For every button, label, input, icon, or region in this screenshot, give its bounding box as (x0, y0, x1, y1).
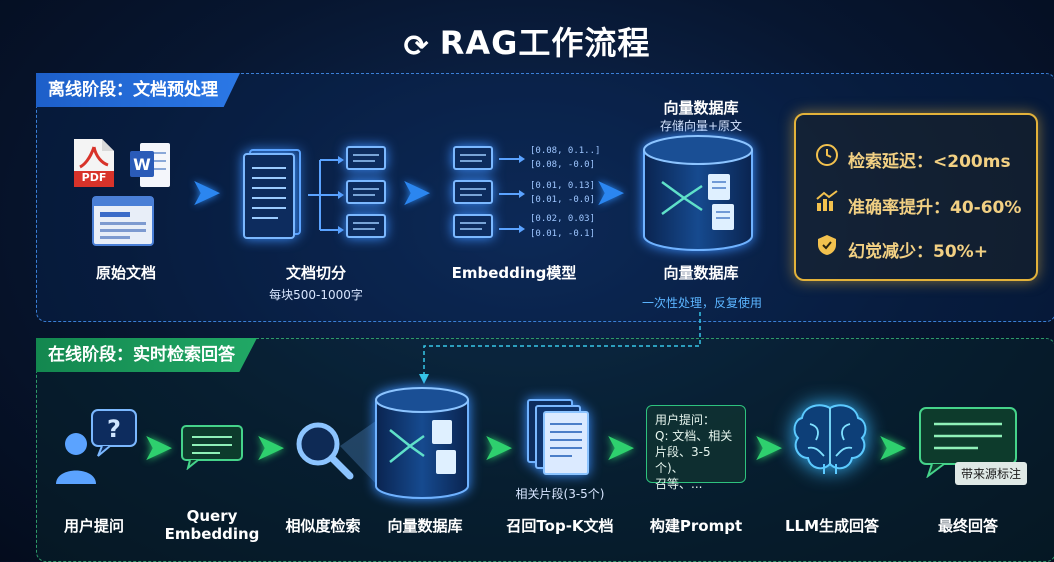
metric-hallucination: 幻觉减少：50%+ (814, 233, 988, 262)
flow-arrow-icon: ➤ (752, 425, 784, 469)
vector-value: [0.08, -0.0] (530, 160, 596, 170)
document-stack-icon (240, 148, 304, 244)
chart-up-icon (814, 189, 840, 218)
prompt-preview-box: 用户提问： Q: 文档、相关 片段、3-5个)、 召等、... (646, 405, 746, 491)
answer-bubble-icon (918, 406, 1018, 482)
stage-connector-icon (418, 310, 708, 390)
prompt-line: Q: 文档、相关 (655, 429, 733, 443)
recall-sublabel: 相关片段(3-5个) (515, 487, 605, 501)
vector-value: [0.02, 0.03] (530, 214, 596, 224)
offline-stage-label: 离线阶段：文档预处理 (36, 73, 240, 107)
chunking-label: 文档切分 (285, 264, 346, 282)
vector-db-top-sublabel: 存储向量+原文 (659, 119, 743, 133)
vector-value: [0.08, 0.1..] (530, 146, 601, 156)
svg-text:?: ? (107, 415, 121, 443)
online-stage-label: 在线阶段：实时检索回答 (36, 338, 257, 372)
pdf-file-icon (72, 137, 116, 193)
flow-arrow-icon: ➤ (190, 170, 222, 214)
raw-docs-label: 原始文档 (95, 264, 156, 282)
llm-label: LLM生成回答 (784, 517, 880, 535)
metrics-card: 检索延迟：<200ms 准确率提升：40-60% 幻觉减少：50%+ (794, 113, 1038, 281)
shield-check-icon (814, 233, 840, 262)
brain-icon (790, 400, 870, 480)
chunking-sublabel: 每块500-1000字 (269, 288, 363, 302)
vector-value: [0.01, 0.13] (530, 181, 596, 191)
user-question-icon: ? (52, 408, 142, 492)
refresh-icon: ⟳ (403, 29, 430, 64)
prompt-line: 用户提问： (655, 413, 716, 427)
flow-arrow-icon: ➤ (604, 425, 636, 469)
vector-db-top-label: 向量数据库 (663, 99, 739, 117)
vector-database-icon (372, 386, 472, 506)
flow-arrow-icon: ➤ (594, 170, 626, 214)
flow-arrow-icon: ➤ (400, 170, 432, 214)
offline-note: 一次性处理，反复使用 (641, 296, 762, 310)
search-beam-icon (340, 418, 380, 492)
query-embedding-label: Query Embedding (164, 507, 260, 543)
clock-icon (814, 143, 840, 172)
prompt-line: 召等、... (655, 477, 703, 491)
web-page-icon (92, 196, 154, 250)
metric-latency: 检索延迟：<200ms (814, 143, 1011, 172)
flow-arrow-icon: ➤ (142, 425, 174, 469)
prompt-line: 片段、3-5个)、 (655, 445, 711, 475)
vector-value: [0.01, -0.0] (530, 195, 596, 205)
embedding-connector-icon (497, 147, 527, 247)
magnifier-icon (294, 420, 356, 486)
flow-arrow-icon: ➤ (876, 425, 908, 469)
final-answer-label: 最终回答 (937, 517, 998, 535)
vector-database-icon (640, 134, 756, 256)
build-prompt-label: 构建Prompt (649, 517, 743, 535)
vector-value: [0.01, -0.1] (530, 229, 596, 239)
metric-accuracy: 准确率提升：40-60% (814, 189, 1021, 218)
similarity-search-label: 相似度检索 (285, 517, 361, 535)
svg-text:W: W (133, 155, 151, 174)
online-vector-db-label: 向量数据库 (387, 517, 463, 535)
page-title: ⟳RAG工作流程 (403, 24, 651, 64)
split-connector-icon (306, 150, 346, 244)
flow-arrow-icon: ➤ (254, 425, 286, 469)
flow-arrow-icon: ➤ (482, 425, 514, 469)
documents-stack-icon (526, 398, 596, 482)
word-file-icon: W (128, 141, 172, 193)
pdf-label: PDF (81, 171, 107, 184)
vector-db-label: 向量数据库 (663, 264, 739, 282)
query-embedding-icon (180, 424, 244, 474)
chunk-blocks-icon (345, 145, 387, 245)
embedding-model-label: Embedding模型 (451, 264, 577, 282)
user-question-label: 用户提问 (63, 517, 124, 535)
embedding-blocks-icon (452, 145, 494, 245)
recall-label: 召回Top-K文档 (506, 517, 614, 535)
source-annotation-badge: 带来源标注 (955, 462, 1028, 485)
